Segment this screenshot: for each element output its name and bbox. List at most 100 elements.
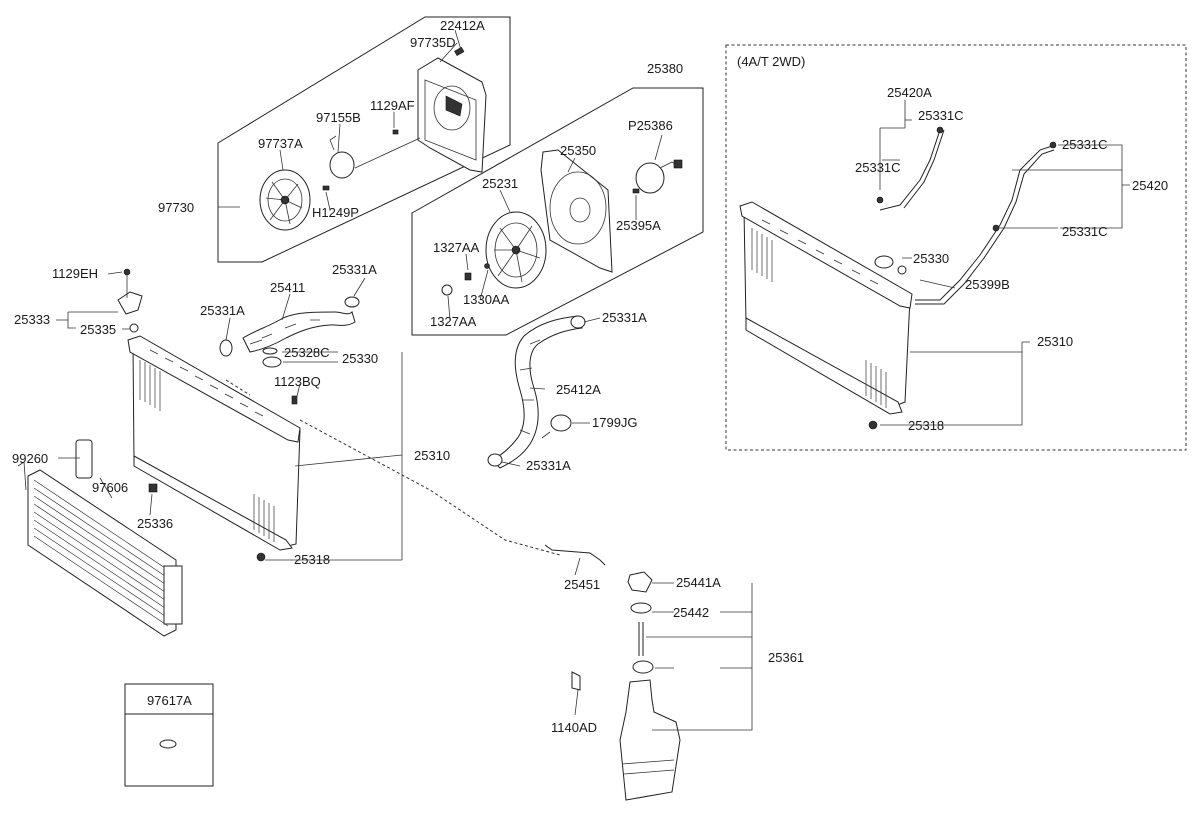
condenser-core [27, 469, 177, 637]
label-25331A-right: 25331A [602, 310, 647, 325]
label-25395A: 25395A [616, 218, 661, 233]
radiator-fins-left [139, 360, 161, 411]
lower-hose-25412A [491, 315, 583, 469]
hose-25399B [897, 265, 907, 275]
upper-hose-ribs [249, 319, 320, 345]
radiator-upper-tank [127, 335, 301, 443]
mount-25336 [148, 483, 158, 493]
radiator-alt-lower-tank [745, 317, 903, 415]
drain-plug-alt [868, 420, 878, 430]
variant-4at-2wd [725, 44, 1187, 451]
seal-25328C [262, 347, 278, 355]
label-box-97617A [124, 683, 214, 787]
fan-motor-P25386 [635, 162, 665, 194]
bracket-25333 [117, 291, 143, 315]
radiator-cap-25330 [262, 356, 282, 368]
fan-shroud-inner [424, 79, 477, 161]
overflow-hose-path [225, 379, 561, 556]
leader-lines [56, 29, 1130, 731]
fan-assembly-25380 [411, 87, 704, 336]
hose-clamp-25331A-left [219, 339, 233, 357]
label-25310-alt: 25310 [1037, 334, 1073, 349]
bolt-25395A [632, 188, 640, 194]
label-25420A: 25420A [887, 85, 932, 100]
label-25333: 25333 [14, 312, 50, 327]
label-25412A: 25412A [556, 382, 601, 397]
reservoir-ring [632, 660, 654, 674]
reservoir-tank [619, 679, 681, 801]
label-25350: 25350 [560, 143, 596, 158]
label-97606: 97606 [92, 480, 128, 495]
condenser-assembly [17, 439, 183, 637]
reservoir-assembly-25361 [225, 379, 681, 801]
label-25318-alt: 25318 [908, 418, 944, 433]
label-25442: 25442 [673, 605, 709, 620]
clamp-1799JG-tab [541, 431, 551, 439]
label-25331C-d: 25331C [1062, 224, 1108, 239]
radiator-alt-cap [874, 255, 894, 269]
label-97730: 97730 [158, 200, 194, 215]
label-99260: 99260 [12, 451, 48, 466]
radiator-alt-upper-tank [739, 201, 913, 309]
hose-clamp-25331A-bottom [487, 453, 503, 467]
label-25361: 25361 [768, 650, 804, 665]
label-25310-main: 25310 [414, 448, 450, 463]
label-25328C: 25328C [284, 345, 330, 360]
label-25380: 25380 [647, 61, 683, 76]
label-H1249P: H1249P [312, 205, 359, 220]
condenser-receiver [163, 565, 183, 625]
label-25318-main: 25318 [294, 552, 330, 567]
label-25441A: 25441A [676, 575, 721, 590]
label-97735D: 97735D [410, 35, 456, 50]
insulator-25335 [129, 323, 139, 333]
reservoir-seal-25442 [630, 602, 652, 614]
radiator-fins-right [253, 494, 275, 542]
shroud-ring-25350 [549, 171, 607, 245]
hose-clamp-25331A-right [570, 315, 586, 329]
shroud-hub-25350 [569, 197, 591, 223]
clamp-1799JG [550, 414, 572, 432]
clamp-25331C-a [936, 126, 944, 134]
fan-hub [280, 195, 290, 205]
group-outline-25380 [411, 87, 704, 336]
reservoir-tank-ribs [621, 759, 675, 775]
motor-connector [673, 159, 683, 169]
hose-clamp-25331A-top [344, 296, 360, 308]
screw-1140AD [571, 671, 581, 691]
label-25331A-left: 25331A [200, 303, 245, 318]
label-25331A-bottom: 25331A [526, 458, 571, 473]
label-1327AA-a: 1327AA [433, 240, 480, 255]
fan-shroud-assembly-97730 [217, 16, 511, 263]
bracket-99260 [17, 461, 27, 491]
fan-blade-25231-vanes [494, 225, 541, 283]
radiator-tank-ribs [149, 349, 264, 417]
label-25451: 25451 [564, 577, 600, 592]
variant-label: (4A/T 2WD) [737, 54, 805, 69]
fan-motor-wire [329, 135, 337, 151]
label-97155B: 97155B [316, 110, 361, 125]
fan-motor-97155B [329, 151, 355, 179]
radiator-lower-tank [133, 455, 293, 551]
clamp-25331C-c [876, 196, 884, 204]
oil-pipe-25420A [879, 129, 945, 211]
part-labels: (4A/T 2WD) 22412A 97735D 1129AF 97155B 9… [12, 18, 1168, 735]
label-25331C-a: 25331C [918, 108, 964, 123]
group-outline-97730 [217, 16, 511, 263]
radiator-alt-tank-ribs [761, 219, 879, 285]
level-tube [638, 622, 644, 656]
washer-1330AA [484, 263, 490, 269]
fan-shroud-ring [433, 85, 471, 131]
receiver-drier-97606 [75, 439, 93, 479]
label-25336: 25336 [137, 516, 173, 531]
motor-bolt-line [354, 137, 421, 169]
condenser-fins [33, 479, 169, 627]
variant-box-frame [725, 44, 1187, 451]
fan-blade-inner [267, 178, 303, 222]
label-25331C-b: 25331C [1062, 137, 1108, 152]
radiator-25310-main [127, 335, 301, 562]
clip-1327AA [464, 272, 472, 281]
label-25330-alt: 25330 [913, 251, 949, 266]
bolt-H1249P [322, 185, 330, 191]
label-25331A-top: 25331A [332, 262, 377, 277]
